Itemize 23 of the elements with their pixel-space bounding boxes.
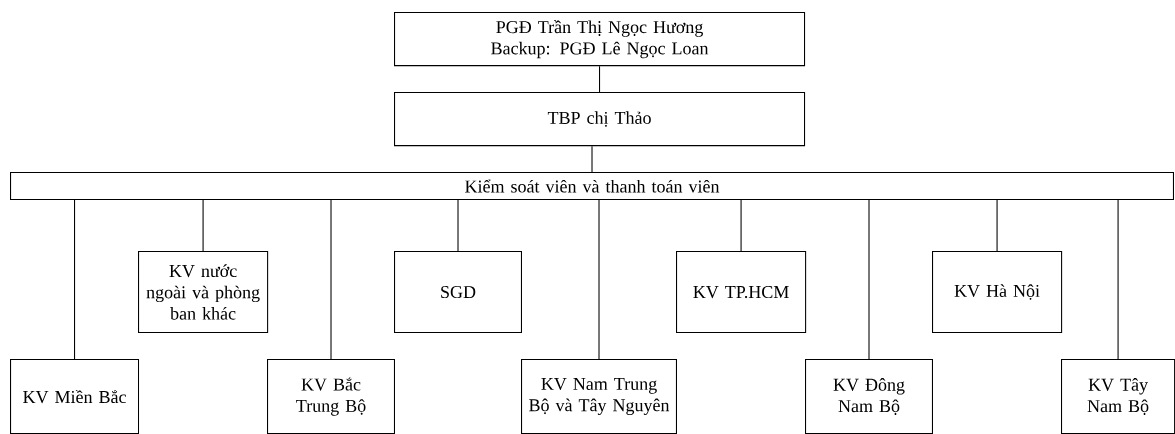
connector-line	[457, 199, 459, 252]
connector-line	[202, 199, 204, 252]
connector-line	[599, 65, 601, 93]
unit-box: KV Tây Nam Bộ	[1061, 359, 1175, 434]
unit-box: SGD	[394, 251, 522, 334]
head-box: TBP chị Thảo	[394, 92, 806, 147]
connector-line	[330, 199, 332, 360]
unit-box: KV nước ngoài và phòng ban khác	[138, 251, 269, 334]
unit-box: KV Nam Trung Bộ và Tây Nguyên	[521, 359, 677, 434]
unit-box: KV Bắc Trung Bộ	[267, 359, 395, 434]
unit-box: KV TP.HCM	[676, 251, 807, 334]
unit-box: KV Hà Nội	[932, 251, 1063, 334]
staff-band: Kiểm soát viên và thanh toán viên	[10, 172, 1174, 200]
manager-box: PGĐ Trần Thị Ngọc Hương Backup: PGĐ Lê Ngọc Loan	[394, 12, 806, 67]
unit-box: KV Miền Bắc	[10, 359, 140, 434]
connector-line	[868, 199, 870, 360]
connector-line	[598, 199, 600, 360]
connector-line	[996, 199, 998, 252]
unit-box: KV Đông Nam Bộ	[805, 359, 933, 434]
connector-line	[1117, 199, 1119, 360]
connector-line	[740, 199, 742, 252]
connector-line	[74, 199, 76, 360]
connector-line	[591, 145, 593, 173]
